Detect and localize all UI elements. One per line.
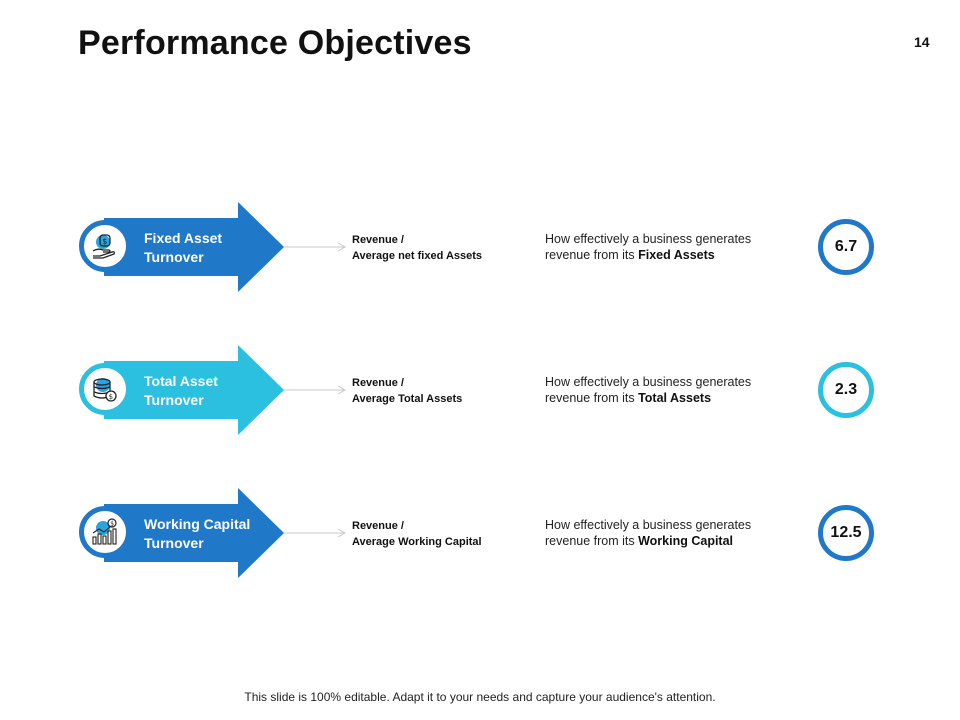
coin-stack-icon: $ [93,378,117,402]
value-badge: 12.5 [818,505,874,561]
objective-row-working-capital: $ Working Capital Turnover Revenue / Ave… [0,486,960,586]
icon-badge: $ [79,220,131,272]
formula-text: Revenue / Average Working Capital [352,520,482,548]
value-badge: 6.7 [818,219,874,275]
objective-row-fixed-asset: $ Fixed Asset Turnover Revenue / Average… [0,200,960,300]
arrow-banner [104,345,347,435]
description-text: How effectively a business generates rev… [545,375,752,405]
value-badge: 2.3 [818,362,874,418]
icon-badge: $ [79,506,131,558]
icon-badge: $ [79,363,131,415]
growth-chart-icon: $ [92,518,117,545]
formula-text: Revenue / Average net fixed Assets [352,234,483,262]
objective-label: Total Asset Turnover [144,373,218,408]
svg-text:$: $ [109,393,113,401]
page-title: Performance Objectives [78,24,472,62]
arrow-banner [104,202,347,292]
svg-text:$: $ [102,237,107,246]
formula-text: Revenue / Average Total Assets [352,377,463,405]
objective-label: Working Capital Turnover [144,516,251,551]
arrow-banner [104,488,347,578]
footer-note: This slide is 100% editable. Adapt it to… [244,690,716,704]
svg-text:$: $ [110,521,114,528]
objective-row-total-asset: $ Total Asset Turnover Revenue / Average… [0,343,960,443]
description-text: How effectively a business generates rev… [545,232,752,262]
objective-label: Fixed Asset Turnover [144,230,223,265]
page-number: 14 [914,34,930,50]
description-text: How effectively a business generates rev… [545,518,752,548]
money-hand-icon: $ [92,234,115,259]
